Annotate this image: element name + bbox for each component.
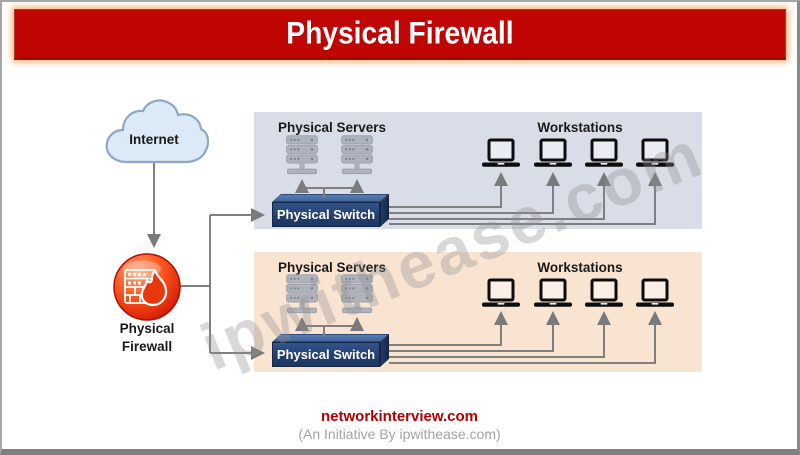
network-segment-lan2: Physical Servers Workstations [254, 252, 702, 372]
diagram-canvas: Physical Servers Workstations [2, 2, 797, 449]
workstation-icon [634, 278, 676, 309]
switch-label: Physical Switch [276, 347, 376, 362]
firewall-node [109, 249, 185, 325]
workstation-icon [634, 138, 676, 169]
page-title: Physical Firewall [286, 15, 514, 51]
workstation-icon [583, 278, 625, 309]
firewall-label: Physical Firewall [87, 320, 207, 356]
workstations-heading: Workstations [537, 260, 623, 275]
firewall-icon [109, 253, 185, 329]
server-icon [340, 274, 374, 314]
switch-label: Physical Switch [276, 207, 376, 222]
physical-switch: Physical Switch [272, 193, 392, 228]
servers-heading: Physical Servers [277, 120, 387, 135]
connector-lines [147, 162, 662, 364]
workstation-icon [532, 138, 574, 169]
workstation-icon [532, 278, 574, 309]
workstation-icon [480, 138, 522, 169]
internet-label: Internet [129, 132, 179, 147]
firewall-label-line1: Physical [119, 321, 175, 336]
footer-site-name: networkinterview.com [321, 408, 478, 425]
workstations-heading: Workstations [537, 120, 623, 135]
workstation-icon [583, 138, 625, 169]
internet-cloud: Internet [99, 98, 210, 170]
firewall-label-line2: Firewall [121, 339, 173, 354]
footer-tagline: (An Initiative By ipwithease.com) [298, 426, 501, 442]
servers-heading: Physical Servers [277, 260, 387, 275]
server-icon [285, 274, 319, 314]
switch-front-face: Physical Switch [272, 342, 380, 367]
server-icon [340, 135, 374, 175]
title-banner: Physical Firewall [14, 9, 786, 60]
physical-switch: Physical Switch [272, 333, 392, 368]
server-icon [285, 135, 319, 175]
cloud-icon [99, 99, 210, 174]
switch-front-face: Physical Switch [272, 202, 380, 227]
network-segment-lan1: Physical Servers Workstations [254, 112, 702, 229]
workstation-icon [480, 278, 522, 309]
